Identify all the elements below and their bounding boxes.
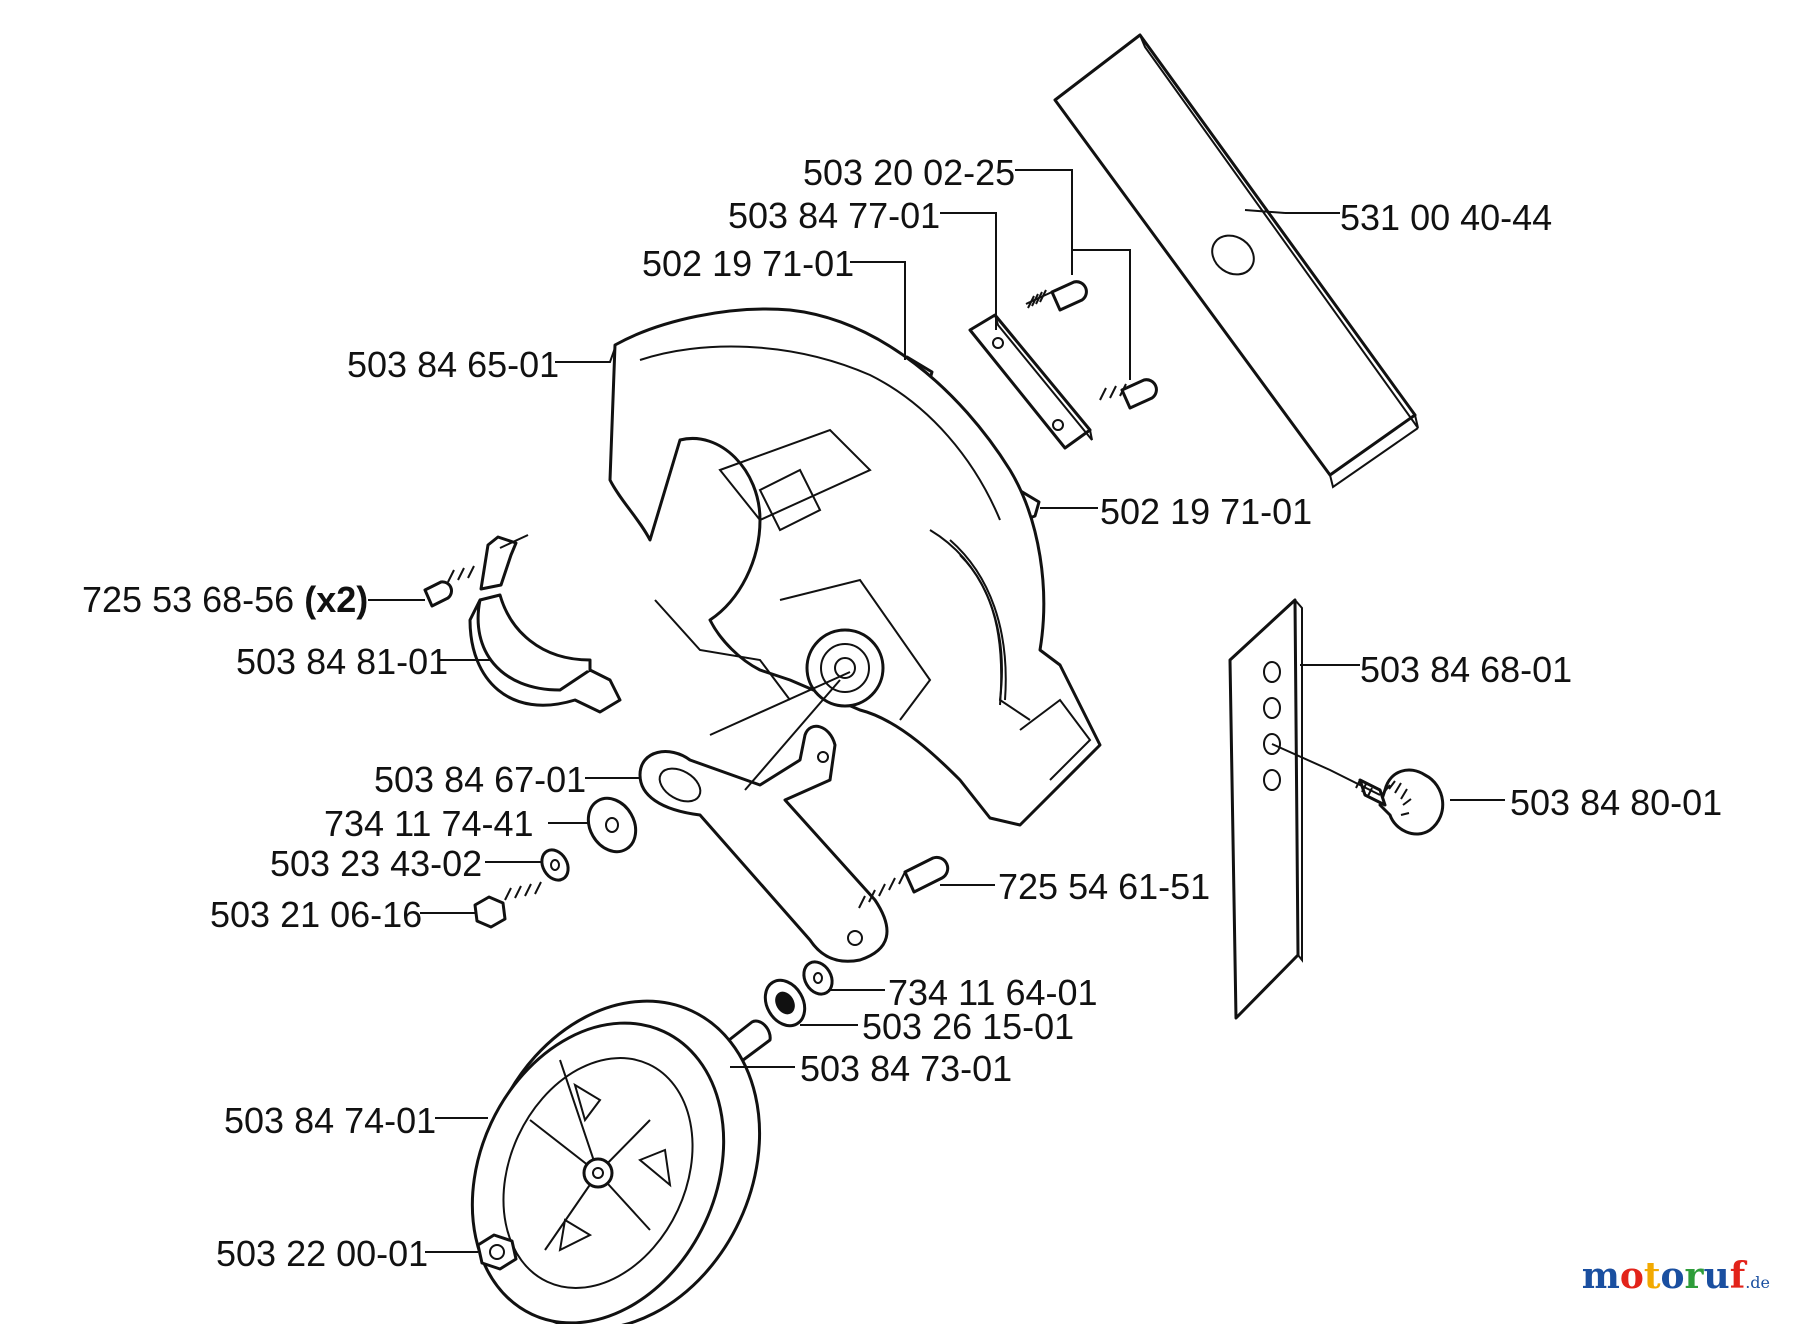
label-guard: 503 84 65-01 [347, 344, 560, 385]
knob-part [1355, 768, 1445, 836]
label-knob: 503 84 80-01 [1510, 782, 1723, 823]
label-clamp-screw-number: 725 53 68-56 [82, 579, 295, 620]
label-clamp-screw-qty: (x2) [304, 579, 369, 620]
clamp-part [468, 534, 622, 714]
label-bolt: 503 21 06-16 [210, 894, 423, 935]
label-clamp: 503 84 81-01 [236, 641, 449, 682]
watermark-letter: m [1581, 1255, 1620, 1297]
bolt-part [473, 881, 542, 929]
bearing-part [763, 978, 807, 1028]
leader-lines [368, 169, 1505, 1253]
label-clamp-screw: 725 53 68-56 (x2) [82, 582, 368, 618]
label-arm: 503 84 67-01 [374, 759, 587, 800]
watermark-letter: r [1684, 1255, 1704, 1297]
label-nut-top: 502 19 71-01 [642, 243, 855, 284]
wheel-part [470, 999, 762, 1324]
label-washer-large: 734 11 74-41 [324, 803, 534, 844]
blade-part [1053, 33, 1419, 489]
label-wheel-nut: 503 22 00-01 [216, 1233, 429, 1274]
label-plate: 503 84 77-01 [728, 195, 941, 236]
bracket-plate-part [1228, 598, 1303, 1020]
watermark-logo: motoruf.de [1582, 1258, 1770, 1294]
label-nut-mid: 502 19 71-01 [1100, 491, 1313, 532]
label-washer-wheel: 734 11 64-01 [888, 972, 1098, 1013]
screws-top [1025, 280, 1158, 410]
arm-part [638, 671, 889, 963]
guard-part [608, 307, 1102, 827]
washer-large [586, 796, 638, 854]
watermark-letter: u [1703, 1255, 1730, 1297]
plate-part [968, 313, 1093, 450]
label-washer-small: 503 23 43-02 [270, 843, 483, 884]
watermark-letter: t [1643, 1255, 1661, 1297]
label-bracket-plate: 503 84 68-01 [1360, 649, 1573, 690]
watermark-letter: o [1660, 1255, 1685, 1297]
arm-screw [858, 855, 950, 909]
washer-small [540, 848, 570, 882]
watermark-letter: f [1729, 1255, 1746, 1297]
clamp-screw [423, 565, 475, 608]
watermark-suffix: .de [1745, 1273, 1770, 1292]
label-blade: 531 00 40-44 [1340, 197, 1553, 238]
label-arm-screw: 725 54 61-51 [998, 866, 1211, 907]
wheel-nut [476, 1233, 518, 1271]
label-spacer: 503 84 73-01 [800, 1048, 1013, 1089]
label-bearing: 503 26 15-01 [862, 1006, 1075, 1047]
label-screw-top: 503 20 02-25 [803, 152, 1016, 193]
label-wheel: 503 84 74-01 [224, 1100, 437, 1141]
washer-wheel [802, 960, 834, 996]
watermark-letter: o [1619, 1255, 1644, 1297]
